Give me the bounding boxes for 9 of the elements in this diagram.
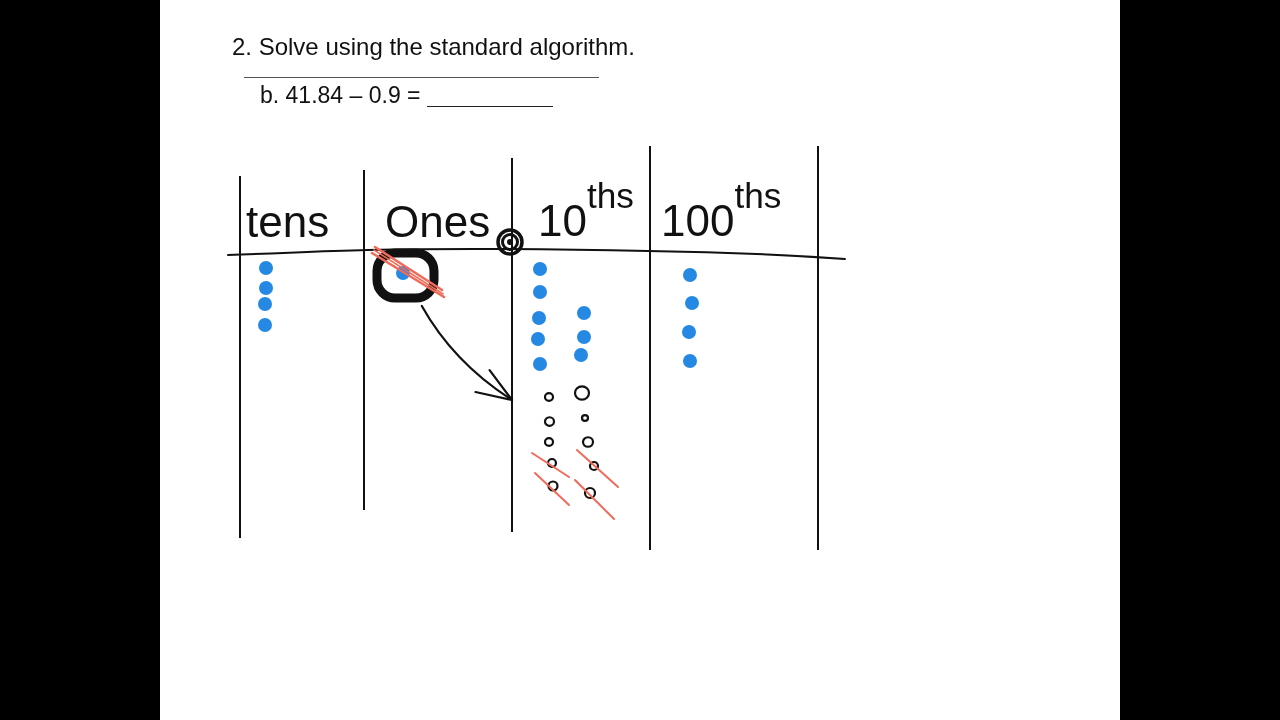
- arrow: [420, 304, 514, 402]
- circled-dot-icon: [368, 244, 446, 306]
- column-header: Ones: [385, 197, 491, 246]
- column-header: 100$^{ths}$: [661, 178, 782, 246]
- column-header: 10$^{ths}$: [538, 178, 634, 246]
- place-value-column: [649, 146, 819, 550]
- column-header: tens: [246, 197, 330, 246]
- problem-expression: b. 41.84 – 0.9 =: [260, 82, 421, 110]
- question-title: 2. Solve using the standard algorithm.: [232, 33, 635, 62]
